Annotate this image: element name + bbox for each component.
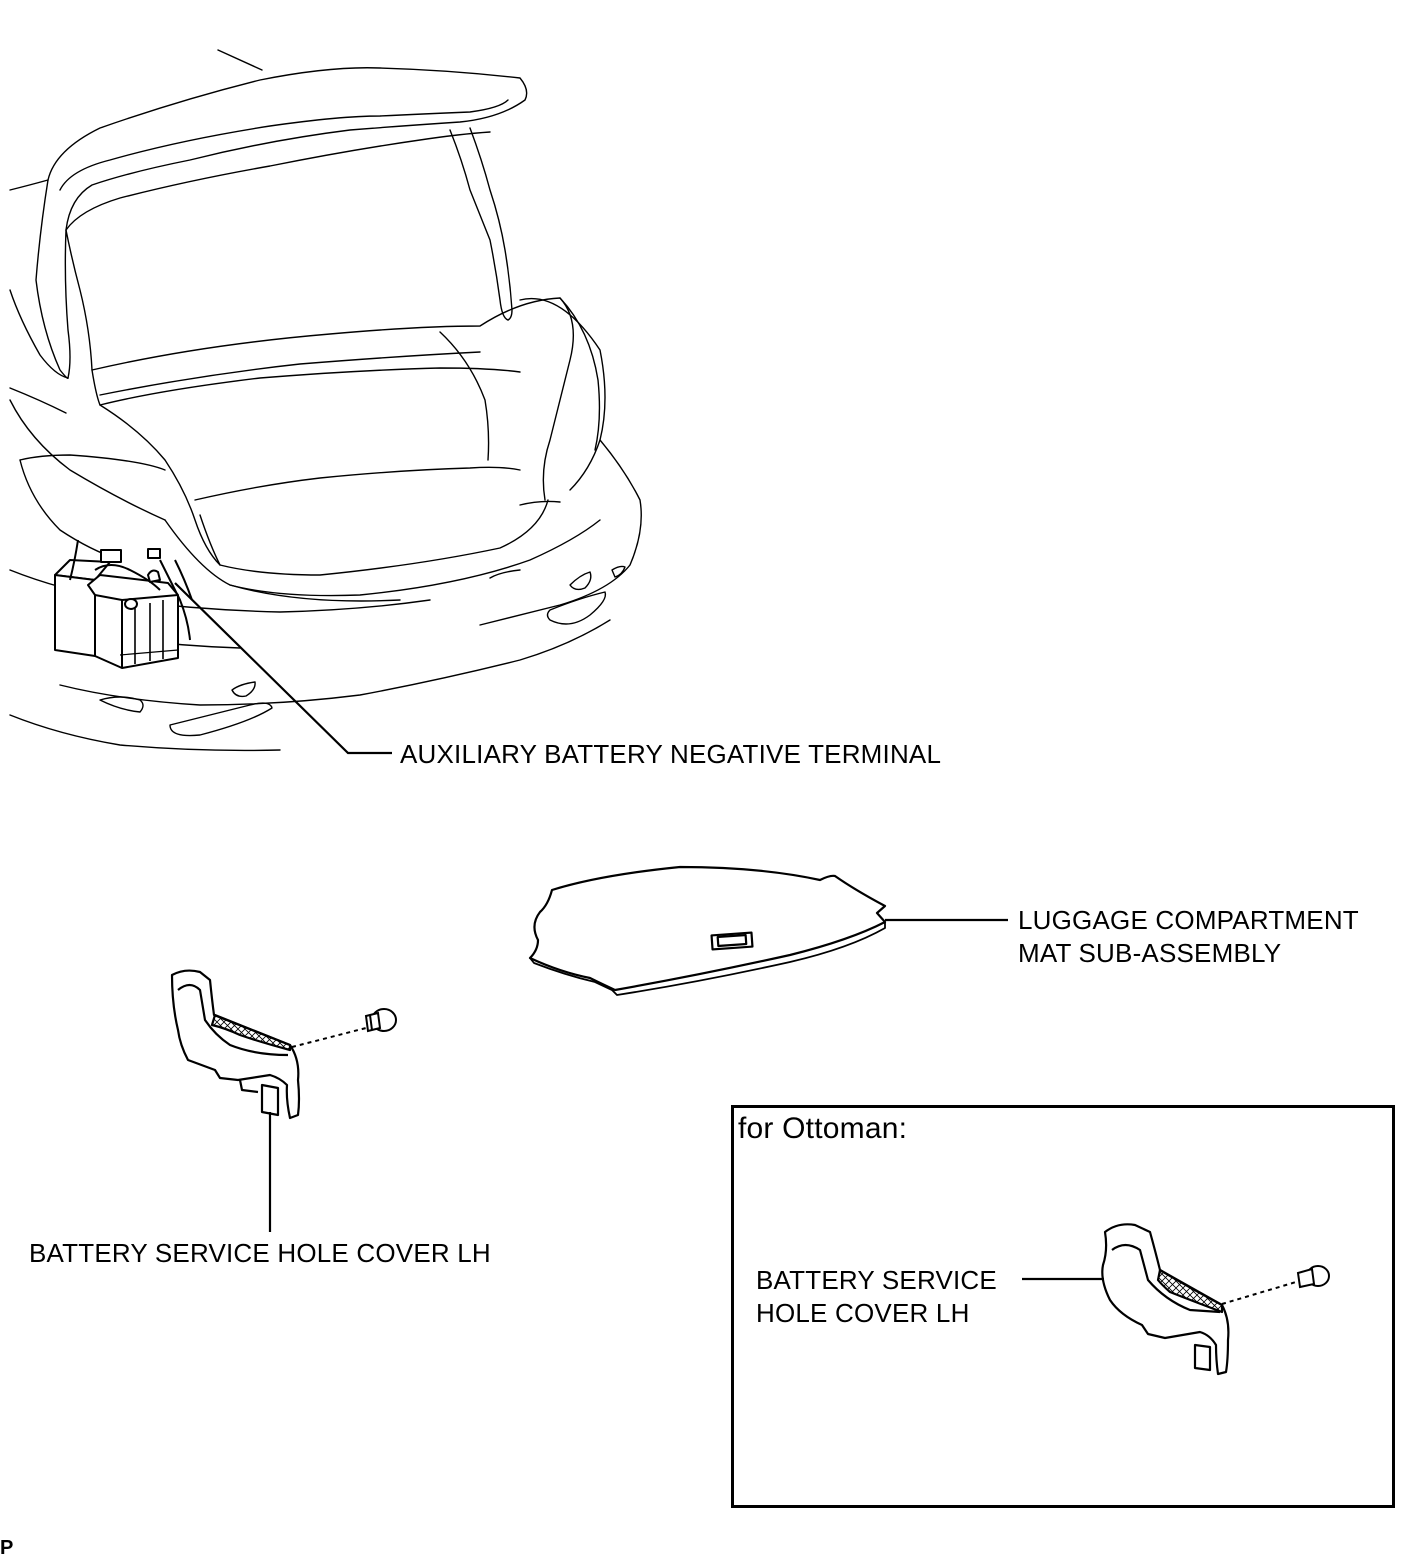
leader-aux-terminal (174, 582, 392, 755)
battery-service-hole-cover-illustration (170, 969, 301, 1120)
callout-ottoman-hole-cover: BATTERY SERVICE HOLE COVER LH (756, 1264, 997, 1330)
callout-luggage-compartment-mat: LUGGAGE COMPARTMENT MAT SUB-ASSEMBLY (1018, 904, 1359, 970)
ottoman-inset-frame (731, 1105, 1395, 1508)
ottoman-hole-cover-illustration (1101, 1223, 1230, 1376)
callout-aux-battery-negative-terminal: AUXILIARY BATTERY NEGATIVE TERMINAL (400, 739, 942, 769)
callout-battery-service-hole-cover: BATTERY SERVICE HOLE COVER LH (29, 1238, 491, 1268)
luggage-mat-illustration (528, 865, 887, 996)
callout-ottoman-line2: HOLE COVER LH (756, 1298, 970, 1328)
callout-luggage-mat-line1: LUGGAGE COMPARTMENT (1018, 905, 1359, 935)
callout-ottoman-line1: BATTERY SERVICE (756, 1265, 997, 1295)
clip-fastener (291, 1008, 397, 1048)
ottoman-clip-fastener (1221, 1265, 1330, 1305)
auxiliary-battery-illustration (54, 539, 193, 669)
page-code: P (0, 1537, 14, 1559)
callout-luggage-mat-line2: MAT SUB-ASSEMBLY (1018, 938, 1282, 968)
inset-title: for Ottoman: (738, 1112, 908, 1145)
